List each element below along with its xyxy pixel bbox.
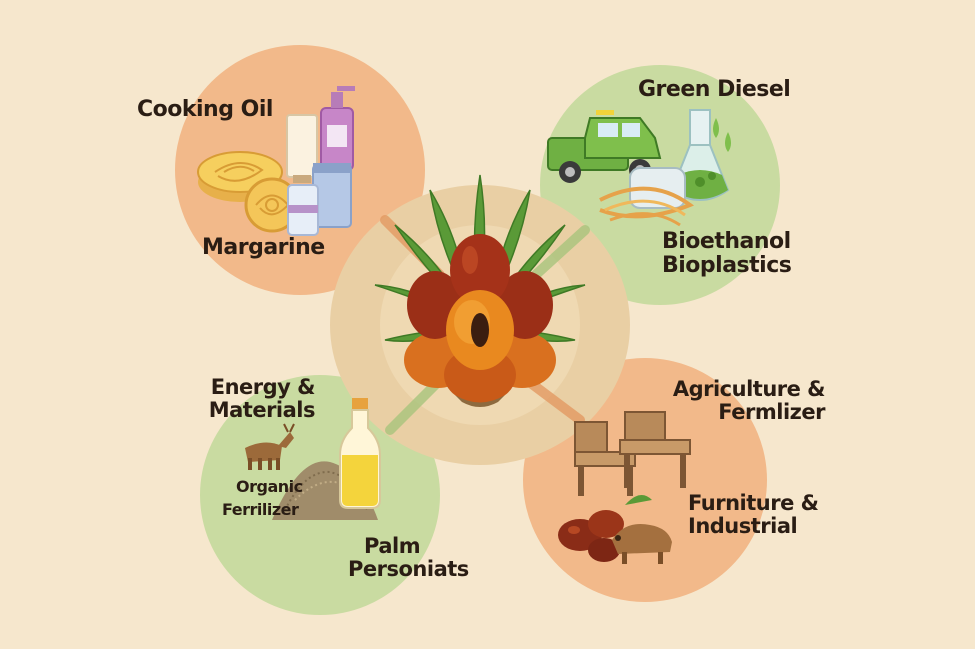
label-organic-fertilizer: Organic Ferrilizer	[222, 478, 303, 519]
label-furniture-line2: Industrial	[688, 513, 798, 538]
label-agri-line1: Agriculture &	[672, 377, 826, 401]
palm-fruit-bunch-icon	[374, 174, 586, 407]
label-bioethanol: Bioethanol	[662, 229, 791, 254]
label-margarine: Margarine	[202, 235, 325, 260]
cream-tube-icon	[286, 114, 318, 183]
cosmetic-jar-icon	[287, 163, 352, 236]
label-energy-materials: Energy & Materials	[190, 375, 316, 422]
oil-bottle-icon	[339, 398, 381, 509]
label-bioethanol-bioplastics: Bioethanol Bioplastics	[662, 229, 792, 278]
label-energy-line2: Materials	[208, 397, 316, 422]
label-agriculture-fertilizer: Agriculture & Fermlizer	[660, 377, 826, 424]
chair-icon-2	[619, 411, 691, 488]
label-palm-line2: Personiats	[348, 556, 469, 581]
label-bioplastics: Bioplastics	[662, 252, 792, 278]
label-palm-personiats: Palm Personiats	[348, 535, 469, 580]
label-cooking-oil: Cooking Oil	[137, 97, 273, 122]
label-furniture-line1: Furniture &	[688, 491, 819, 515]
label-organic-line1: Organic	[236, 477, 303, 496]
label-agri-line2: Fermlizer	[718, 399, 825, 424]
label-palm-line1: Palm	[364, 534, 421, 558]
connector-top-right	[525, 225, 590, 285]
label-energy-line1: Energy &	[210, 375, 316, 399]
palm-fruit-icon	[558, 495, 652, 562]
deer-icon	[245, 423, 295, 470]
label-organic-line2: Ferrilizer	[222, 500, 299, 520]
boar-icon	[612, 524, 672, 564]
label-furniture-industrial: Furniture & Industrial	[688, 491, 819, 538]
pickup-truck-icon	[547, 110, 662, 183]
bioplastic-fibers-icon	[599, 167, 695, 227]
label-green-diesel: Green Diesel	[638, 77, 791, 102]
